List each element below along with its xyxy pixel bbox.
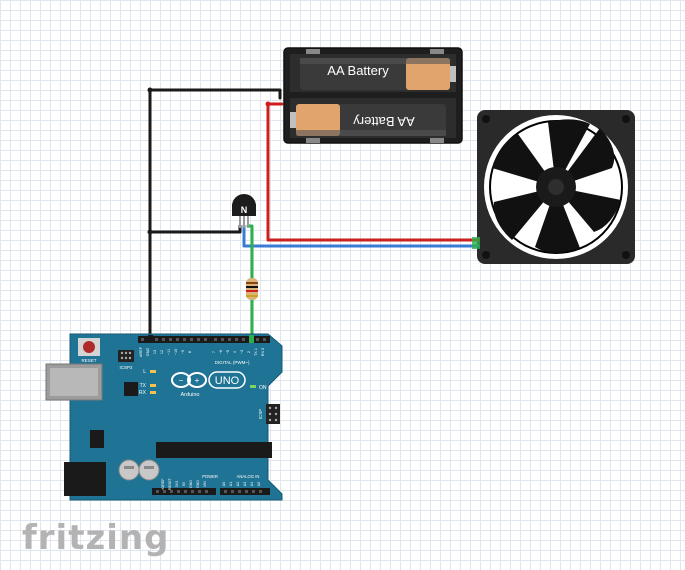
- digital-pin-labels: AREF GND 13 12 ~11 ~10 ~9 8 7 ~6 ~5 4 ~3…: [139, 346, 265, 357]
- svg-text:4: 4: [233, 351, 237, 353]
- svg-text:A1: A1: [229, 482, 233, 486]
- icsp-header: [266, 404, 280, 424]
- svg-text:A4: A4: [250, 482, 254, 486]
- svg-text:+: +: [195, 376, 200, 385]
- npn-transistor[interactable]: N: [232, 194, 256, 228]
- wire-black-gnd[interactable]: [148, 88, 282, 340]
- svg-text:VIN: VIN: [203, 481, 207, 487]
- svg-text:RESET: RESET: [168, 477, 172, 490]
- svg-text:A5: A5: [257, 482, 261, 486]
- usb-chip: [124, 382, 138, 396]
- svg-text:GND: GND: [196, 480, 200, 488]
- svg-text:~10: ~10: [174, 349, 178, 355]
- svg-text:5V: 5V: [182, 481, 186, 486]
- led-tx: [150, 384, 156, 387]
- resistor[interactable]: [246, 278, 258, 300]
- arduino-logo: − + UNO Arduino: [171, 371, 246, 398]
- power-jack: [64, 462, 106, 496]
- led-on: [250, 385, 256, 388]
- svg-text:7: 7: [212, 351, 216, 353]
- led-rx-label: RX: [139, 390, 147, 396]
- svg-text:3V3: 3V3: [175, 481, 179, 487]
- wire-black-emitter[interactable]: [148, 224, 242, 234]
- svg-text:~9: ~9: [181, 350, 185, 354]
- svg-text:−: −: [179, 376, 184, 385]
- led-l: [150, 370, 156, 373]
- wire-black-endpoint: [148, 335, 153, 343]
- led-rx: [150, 391, 156, 394]
- power-label: POWER: [202, 474, 218, 479]
- icsp2-label: ICSP2: [119, 365, 133, 370]
- svg-text:A2: A2: [236, 482, 240, 486]
- led-l-label: L: [143, 369, 146, 375]
- svg-text:~3: ~3: [240, 350, 244, 354]
- svg-text:GND: GND: [146, 348, 150, 357]
- wires: [147, 87, 480, 342]
- wire-red-vcc[interactable]: [266, 102, 480, 242]
- reset-label: RESET: [81, 358, 96, 363]
- on-label: ON: [259, 385, 267, 391]
- icsp2-header: [118, 350, 134, 362]
- wire-blue-collector[interactable]: [242, 224, 480, 248]
- svg-text:RX 0: RX 0: [261, 348, 265, 356]
- bottom-pin-labels: IOREF RESET 3V3 5V GND GND VIN A0 A1 A2 …: [161, 477, 261, 490]
- wire-green-base[interactable]: [246, 224, 254, 282]
- atmega-chip: [156, 442, 272, 458]
- analog-label: ANALOG IN: [237, 474, 260, 479]
- svg-text:TX 1: TX 1: [254, 348, 258, 356]
- svg-text:~11: ~11: [167, 349, 171, 355]
- svg-text:AREF: AREF: [139, 346, 143, 357]
- svg-text:GND: GND: [189, 480, 193, 488]
- capacitor-2: [138, 459, 160, 481]
- svg-text:A3: A3: [243, 482, 247, 486]
- icsp-label: ICSP: [258, 409, 263, 420]
- led-tx-label: TX: [140, 383, 147, 389]
- capacitor-1: [118, 459, 140, 481]
- fan-blades: [492, 119, 621, 253]
- svg-text:13: 13: [153, 350, 157, 354]
- model-label: UNO: [215, 375, 240, 387]
- brand-label: Arduino: [181, 392, 200, 398]
- fritzing-logo: fritzing: [22, 518, 170, 558]
- wire-green-endpoint: [249, 335, 254, 343]
- svg-text:~6: ~6: [219, 350, 223, 354]
- dc-fan[interactable]: [477, 110, 635, 264]
- svg-text:~5: ~5: [226, 350, 230, 354]
- svg-text:12: 12: [160, 350, 164, 354]
- voltage-regulator: [90, 430, 104, 448]
- svg-text:8: 8: [188, 351, 192, 353]
- battery-holder[interactable]: AA Battery AA Battery: [283, 47, 463, 144]
- battery-label-top: AA Battery: [327, 63, 389, 78]
- svg-text:2: 2: [247, 351, 251, 353]
- arduino-uno[interactable]: RESET ICSP2 AREF GND 13 12 ~11 ~10 ~9 8 …: [45, 333, 283, 501]
- digital-label: DIGITAL (PWM~): [215, 360, 250, 365]
- battery-label-bottom: AA Battery: [353, 114, 415, 129]
- transistor-label: N: [241, 205, 248, 215]
- svg-text:A0: A0: [222, 482, 226, 486]
- svg-text:IOREF: IOREF: [161, 478, 165, 490]
